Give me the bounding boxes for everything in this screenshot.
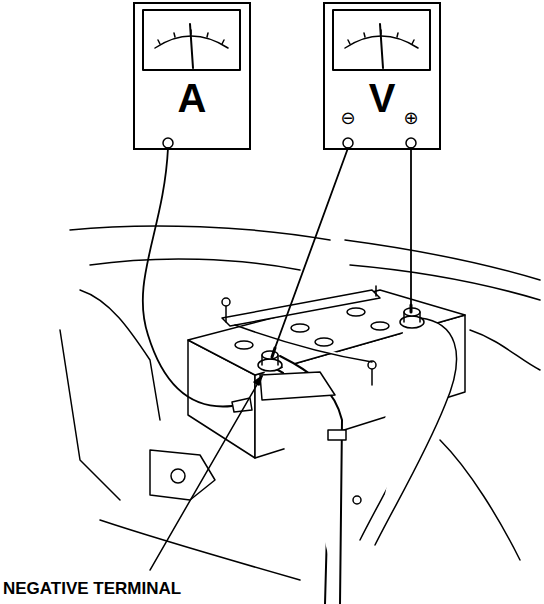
meter-terminals [163, 138, 416, 148]
leader-line [150, 376, 262, 570]
meter-letter: V [369, 78, 396, 118]
voltmeter-dial [333, 10, 430, 70]
terminal-polarity: ⊕ [403, 109, 418, 127]
meter-box: V [323, 2, 441, 150]
meter-box: A [133, 2, 251, 150]
meter-letter: A [178, 78, 207, 118]
terminal-polarity: ⊖ [340, 109, 355, 127]
battery-cables [260, 318, 457, 604]
battery-terminals [258, 308, 424, 371]
part-name: NEGATIVE TERMINAL [3, 580, 181, 597]
ammeter-dial [143, 10, 240, 70]
test-leads [143, 148, 411, 412]
